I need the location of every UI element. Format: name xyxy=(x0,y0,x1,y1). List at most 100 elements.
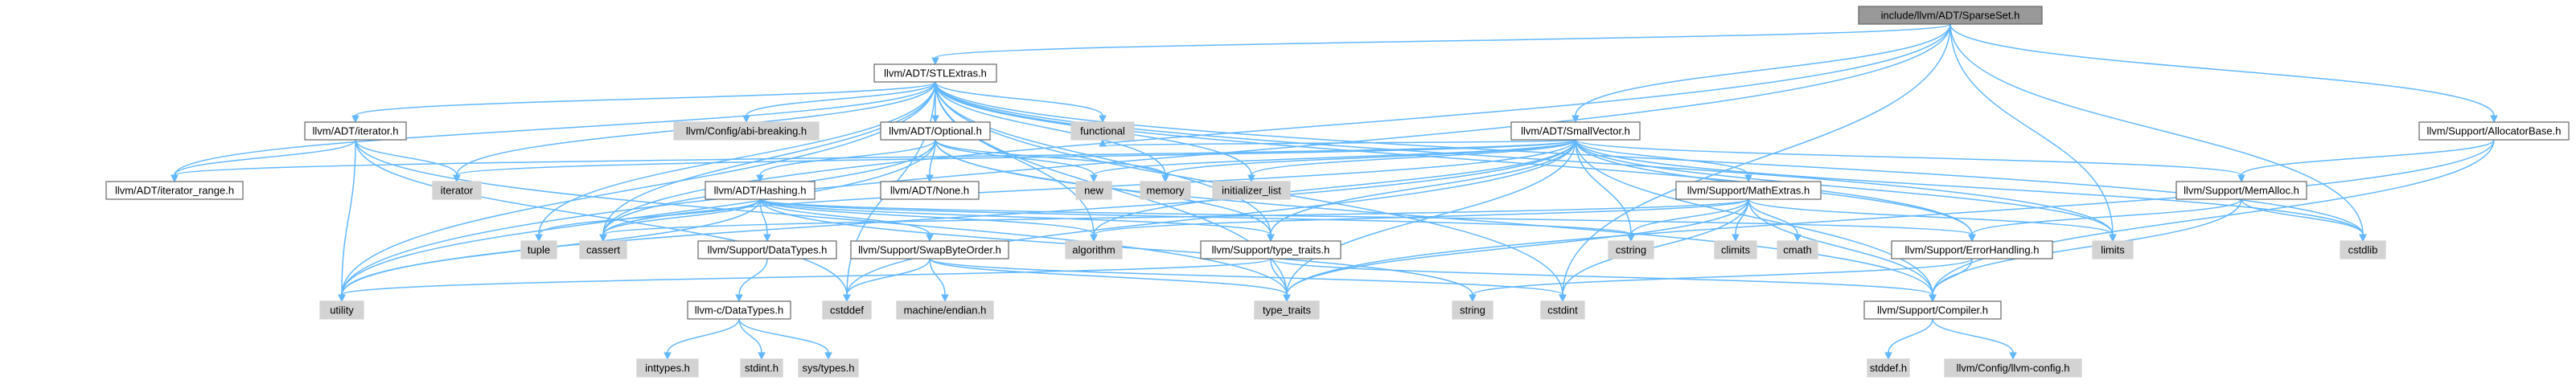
edge-smallvector-to-cstddef xyxy=(843,139,1576,303)
node-box xyxy=(1065,240,1123,259)
node-box xyxy=(873,63,997,83)
node-box xyxy=(1867,358,1910,378)
node-label: llvm/Support/MemAlloc.h xyxy=(2184,184,2299,196)
edge-mathextras-to-limits xyxy=(1748,198,2117,243)
edge-sparseset-to-smallvector xyxy=(1571,23,1951,124)
node-llvm-support-datatypes-h[interactable]: llvm/Support/DataTypes.h xyxy=(697,240,837,259)
node-box xyxy=(1070,121,1135,141)
edge-allocatorbase-to-type_traits xyxy=(1283,139,2495,303)
node-label: llvm/ADT/None.h xyxy=(890,184,969,196)
node-label: include/llvm/ADT/SparseSet.h xyxy=(1881,9,2020,21)
node-label: llvm/Config/abi-breaking.h xyxy=(686,125,807,137)
node-box xyxy=(1777,240,1818,259)
node-label: llvm/Support/MathExtras.h xyxy=(1687,184,1810,196)
node-box xyxy=(1714,240,1757,259)
node-label: limits xyxy=(2101,243,2125,255)
node-box xyxy=(896,300,994,320)
edge-memalloc-to-errorhandling xyxy=(1968,198,2242,243)
node-include-llvm-adt-sparseset-h[interactable]: include/llvm/ADT/SparseSet.h xyxy=(1858,6,2043,25)
node-llvm-support-allocatorbase-h[interactable]: llvm/Support/AllocatorBase.h xyxy=(2418,121,2570,141)
edge-compiler-to-llvmconfig xyxy=(1932,318,2017,361)
edge-mathextras-to-cmath xyxy=(1748,198,1802,243)
node-llvm-support-compiler-h[interactable]: llvm/Support/Compiler.h xyxy=(1863,300,2002,320)
node-sys-types-h: sys/types.h xyxy=(798,358,859,378)
node-llvm-adt-optional-h[interactable]: llvm/ADT/Optional.h xyxy=(880,121,991,141)
node-initializer-list: initializer_list xyxy=(1212,181,1291,200)
node-label: cassert xyxy=(586,243,620,255)
node-box xyxy=(1540,300,1585,320)
node-label: string xyxy=(1460,304,1485,316)
edge-c_datatypes-to-stdint xyxy=(738,318,766,361)
node-utility: utility xyxy=(319,300,364,320)
node-llvm-config-abi-breaking-h: llvm/Config/abi-breaking.h xyxy=(673,121,820,141)
node-llvm-adt-hashing-h[interactable]: llvm/ADT/Hashing.h xyxy=(705,181,816,200)
graph-edges xyxy=(171,23,2498,361)
edge-mathextras-to-algorithm xyxy=(1090,198,1749,243)
node-cmath: cmath xyxy=(1777,240,1818,259)
node-label: llvm/Support/SwapByteOrder.h xyxy=(858,243,1001,255)
node-llvm-support-swapbyteorder-h[interactable]: llvm/Support/SwapByteOrder.h xyxy=(850,240,1009,259)
node-box xyxy=(1863,300,2002,320)
node-box xyxy=(1452,300,1493,320)
node-string: string xyxy=(1452,300,1493,320)
node-label: llvm/Support/type_traits.h xyxy=(1212,243,1330,255)
edge-smallvector-to-type_traits_llvm xyxy=(1267,139,1576,243)
edge-smallvector-to-functional xyxy=(1099,138,1576,147)
node-llvm-config-llvm-config-h: llvm/Config/llvm-config.h xyxy=(1944,358,2082,378)
node-box xyxy=(520,240,557,259)
edge-sparseset-to-allocatorbase xyxy=(1949,23,2498,124)
node-label: cstring xyxy=(1616,243,1646,255)
node-label: iterator xyxy=(441,184,474,196)
node-tuple: tuple xyxy=(520,240,557,259)
edge-iterator-to-iterator_sys xyxy=(355,139,461,183)
node-cstring: cstring xyxy=(1608,240,1654,259)
node-label: llvm/Support/Compiler.h xyxy=(1877,304,1988,316)
edge-smallvector-to-iterator_range xyxy=(171,139,1576,183)
node-stdint-h: stdint.h xyxy=(740,358,783,378)
node-box xyxy=(740,358,783,378)
node-box xyxy=(1891,240,2053,259)
edge-hashing-to-cstring xyxy=(759,198,1635,243)
node-label: machine/endian.h xyxy=(904,304,987,316)
node-box xyxy=(1608,240,1654,259)
node-inttypes-h: inttypes.h xyxy=(636,358,699,378)
node-label: llvm/ADT/Optional.h xyxy=(889,125,982,137)
node-box xyxy=(105,181,244,200)
node-box xyxy=(798,358,859,378)
node-llvm-support-mathextras-h[interactable]: llvm/Support/MathExtras.h xyxy=(1675,181,1822,200)
node-label: functional xyxy=(1080,125,1125,137)
node-llvm-support-type-traits-h[interactable]: llvm/Support/type_traits.h xyxy=(1200,240,1341,259)
node-label: type_traits xyxy=(1263,304,1311,316)
edge-allocatorbase-to-compiler xyxy=(1929,139,2495,303)
node-box xyxy=(880,121,991,141)
node-llvm-adt-none-h[interactable]: llvm/ADT/None.h xyxy=(880,181,980,200)
node-box xyxy=(432,181,482,200)
node-box xyxy=(697,240,837,259)
node-llvm-c-datatypes-h[interactable]: llvm-c/DataTypes.h xyxy=(687,300,791,320)
node-memory: memory xyxy=(1140,181,1191,200)
node-box xyxy=(1944,358,2082,378)
edge-swapbyteorder-to-type_traits xyxy=(929,258,1291,303)
edge-iterator-to-iterator_range xyxy=(171,139,356,183)
node-llvm-adt-stlextras-h[interactable]: llvm/ADT/STLExtras.h xyxy=(873,63,997,83)
edge-sparseset-to-cstdlib xyxy=(1949,23,2367,243)
edge-sparseset-to-stlextras xyxy=(931,23,1951,66)
node-llvm-adt-smallvector-h[interactable]: llvm/ADT/SmallVector.h xyxy=(1510,121,1641,141)
node-cstddef: cstddef xyxy=(822,300,872,320)
node-llvm-support-memalloc-h[interactable]: llvm/Support/MemAlloc.h xyxy=(2175,181,2307,200)
node-llvm-support-errorhandling-h[interactable]: llvm/Support/ErrorHandling.h xyxy=(1891,240,2053,259)
edge-smallvector-to-initializer_list xyxy=(1247,139,1576,183)
node-cstdint: cstdint xyxy=(1540,300,1585,320)
node-label: cstdlib xyxy=(2348,243,2378,255)
node-box xyxy=(1675,181,1822,200)
edge-stlextras-to-utility xyxy=(338,81,936,303)
node-box xyxy=(1858,6,2043,25)
node-machine-endian-h: machine/endian.h xyxy=(896,300,994,320)
node-llvm-adt-iterator-h[interactable]: llvm/ADT/iterator.h xyxy=(304,121,407,141)
node-llvm-adt-iterator-range-h[interactable]: llvm/ADT/iterator_range.h xyxy=(105,181,244,200)
edge-stlextras-to-functional xyxy=(935,81,1107,124)
node-label: initializer_list xyxy=(1222,184,1281,196)
node-label: algorithm xyxy=(1072,243,1115,255)
edge-hashing-to-tuple xyxy=(535,198,761,243)
edge-compiler-to-stddef xyxy=(1884,318,1933,361)
